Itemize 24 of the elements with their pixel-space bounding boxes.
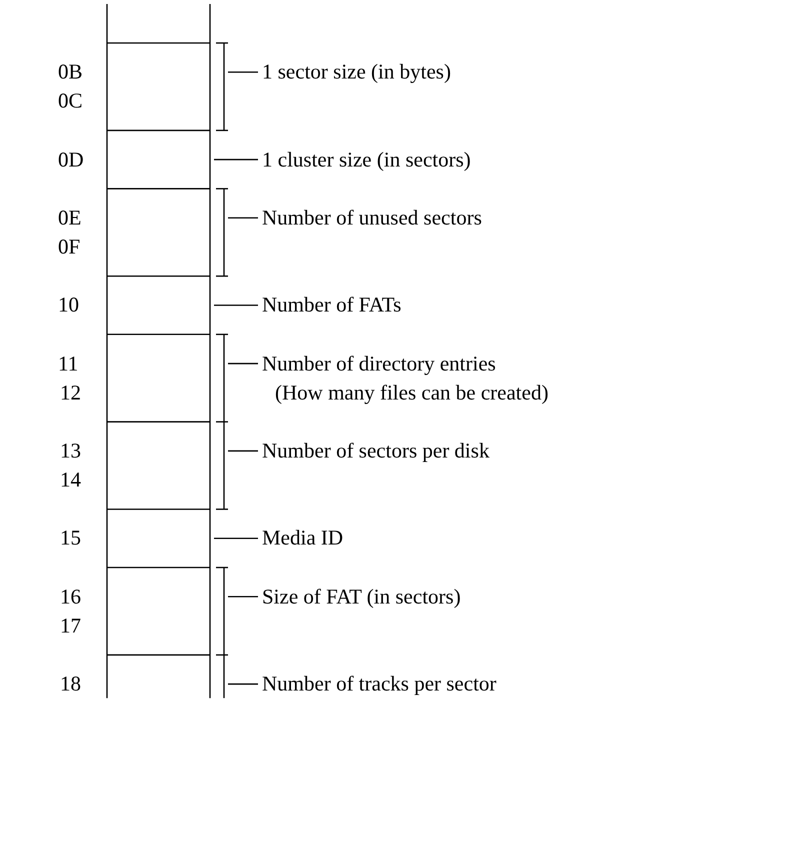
byte-offset: 0B — [58, 62, 83, 83]
byte-offset: 14 — [60, 470, 81, 491]
byte-offset: 0C — [58, 90, 83, 112]
field-description: Number of tracks per sector — [262, 674, 496, 695]
field-description: Size of FAT (in sectors) — [262, 586, 461, 608]
field-description: Number of sectors per disk — [262, 440, 490, 462]
byte-offset: 13 — [60, 440, 81, 462]
byte-offset: 0D — [58, 149, 84, 170]
byte-offset: 15 — [60, 528, 81, 549]
field-description: 1 sector size (in bytes) — [262, 62, 451, 83]
byte-offset: 18 — [60, 674, 81, 695]
byte-offset: 10 — [58, 294, 79, 316]
field-description: 1 cluster size (in sectors) — [262, 149, 471, 170]
field-description: Number of unused sectors — [262, 207, 482, 228]
byte-offset: 0E — [58, 207, 82, 228]
byte-offset: 12 — [60, 382, 81, 404]
field-description: (How many files can be created) — [275, 382, 548, 404]
field-description: Number of FATs — [262, 294, 402, 316]
byte-offset: 11 — [58, 353, 78, 374]
field-description: Number of directory entries — [262, 353, 496, 374]
byte-offset: 0F — [58, 236, 80, 258]
byte-offset: 17 — [60, 615, 81, 636]
byte-offset: 16 — [60, 586, 81, 608]
field-description: Media ID — [262, 528, 344, 549]
